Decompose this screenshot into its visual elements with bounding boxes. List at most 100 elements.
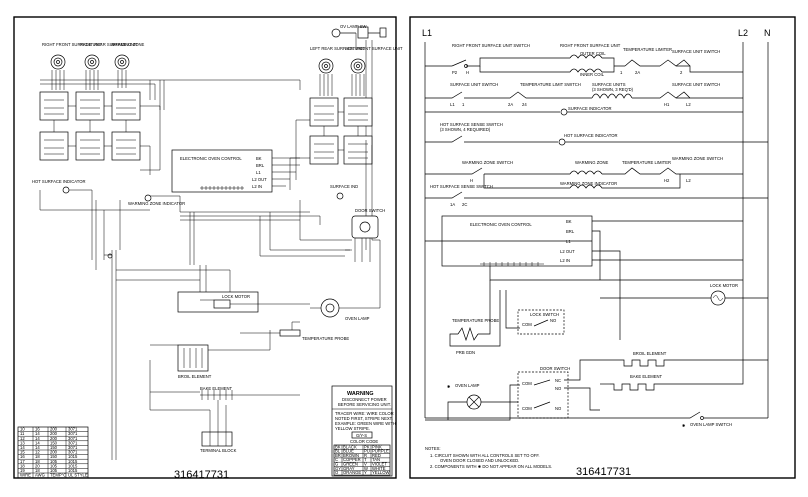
left-eoc-module: ELECTRONIC OVEN CONTROL BK BRL L1 L2 OUT… <box>171 149 300 193</box>
color-code-cell: BROWN <box>343 453 359 458</box>
color-code-title: COLOR CODE <box>350 439 378 444</box>
rf-switch-label: RIGHT FRONT SURFACE UNIT SWITCH <box>452 43 530 48</box>
color-code-cell: BR <box>335 453 341 458</box>
color-code-cell: V <box>364 462 367 467</box>
warning-body3: EXAMPLE: GREEN WIRE WITH <box>335 421 396 426</box>
wire-table-cell: 1015 <box>68 454 78 459</box>
term-su-2a: 2A <box>508 102 513 107</box>
wire-table-cell: 105 <box>50 459 58 464</box>
wire-table-header: WIRE <box>20 473 31 478</box>
term-h2: H2 <box>664 178 670 183</box>
wire-table-cell: 12 <box>20 436 25 441</box>
left-terminal-block-label: TERMINAL BLOCK <box>200 448 237 453</box>
wire-table-cell: 18 <box>35 468 40 473</box>
left-terminal-block: TERMINAL BLOCK <box>149 360 237 453</box>
wire-table-cell: 14 <box>35 445 40 450</box>
right-broil-label: BROIL ELEMENT <box>633 351 667 356</box>
warning-body2: NOTED FIRST, STRIPE NEXT. <box>335 416 393 421</box>
wire-table-cell: 3071 <box>68 431 78 436</box>
warning-body4: YELLOW STRIPE. <box>335 426 370 431</box>
wire-table-cell: 14 <box>35 440 40 445</box>
door-switch-nc: NC <box>555 378 561 383</box>
color-code-cell: WHITE <box>372 466 386 471</box>
right-door-switch: DOOR SWITCH COM NC NO COM NO <box>425 359 600 421</box>
surface-unit-switch-label: SURFACE UNIT SWITCH <box>450 82 498 87</box>
color-code-cell: COPPER <box>343 457 361 462</box>
left-broil-element: BROIL ELEMENT <box>150 330 271 379</box>
wire-table-cell: 16 <box>35 427 40 432</box>
hot-surface-sense-label: HOT SURFACE SENSE SWITCH <box>440 122 503 127</box>
prb-gdn-label: PRB GDN <box>456 350 475 355</box>
wire-table-cell: 15 <box>20 450 25 455</box>
left-eoc-term-l2out: L2 OUT <box>252 177 267 182</box>
oven-lamp-switch-top: OV LAMP SW <box>331 24 387 39</box>
schematic-row-hot-surface: HOT SURFACE SENSE SWITCH (3 SHOWN, 4 REQ… <box>425 122 768 146</box>
wire-table-cell: 14 <box>35 436 40 441</box>
door-switch-com-1: COM <box>522 381 532 386</box>
wire-table-frame <box>17 426 89 478</box>
lock-switch-com: COM <box>522 322 532 327</box>
hot-surface-sense2-label: HOT SURFACE SENSE SWITCH <box>430 184 493 189</box>
lock-switch-no: NO <box>550 318 557 323</box>
lf-burner-label: LEFT FRONT SURFACE UNIT <box>345 46 403 51</box>
right-eoc-module: ELECTRONIC OVEN CONTROL BK BRL L1 L2 OUT… <box>425 215 743 340</box>
color-code-cell: GREEN <box>343 462 358 467</box>
wire-table-cell: 150 <box>50 445 58 450</box>
right-eoc-term-l2out: L2 OUT <box>560 249 575 254</box>
oven-lamp-switch-label: OV LAMP SW <box>340 24 366 29</box>
hot-surface-note-label: (3 SHOWN, 4 REQUIRED) <box>440 127 491 132</box>
temp-limiter-label: TEMPERATURE LIMITER <box>623 47 672 52</box>
left-eoc-term-brl: BRL <box>256 163 265 168</box>
rf-surface-unit-switch-label: SURFACE UNIT SWITCH <box>672 49 720 54</box>
warning-box: WARNING DISCONNECT POWER BEFORE SERVICIN… <box>331 385 396 477</box>
color-code-cell: PK <box>364 444 370 449</box>
wire-table-cell: 1015 <box>68 468 78 473</box>
wire-table-cell: 10 <box>20 427 25 432</box>
surface-units-label: SURFACE UNITS <box>592 82 626 87</box>
note-2: 2. COMPONENTS WITH ✱ DO NOT APPEAR ON AL… <box>430 464 552 469</box>
left-eoc-term-l1: L1 <box>256 170 261 175</box>
eoc-bus-wire <box>489 266 743 281</box>
door-switch-no-2: NO <box>555 406 562 411</box>
color-code-frame <box>333 444 391 476</box>
right-bake-label: BAKE ELEMENT <box>630 374 663 379</box>
left-surface-indicator-lamp <box>336 192 344 200</box>
note-1: 1. CIRCUIT SHOWN WITH ALL CONTROLS SET T… <box>430 453 540 458</box>
wire-table-cell: 105 <box>50 463 58 468</box>
color-code-cell: BL <box>335 449 341 454</box>
right-lock-switch: LOCK SWITCH COM NO <box>505 290 565 335</box>
wire-table-cell: 200 <box>50 450 58 455</box>
left-lock-motor: LOCK MOTOR <box>177 291 310 313</box>
color-code-cell: GY <box>335 466 341 471</box>
left-hot-surface-indicator-lamp <box>62 186 92 194</box>
wz-temp-limiter-label: TEMPERATURE LIMITER <box>622 160 671 165</box>
color-code-cell: G <box>335 462 338 467</box>
color-code-cell: YELLOW <box>372 470 390 475</box>
wire-table-cell: 18 <box>35 454 40 459</box>
term-su-1: 1 <box>462 102 465 107</box>
left-panel-connection-diagram: OV LAMP SW RIGHT FRONT SURFACE UNIT RIGH… <box>13 16 403 481</box>
wire-table-cell: 17 <box>20 459 25 464</box>
left-eoc-term-l2in: L2 IN <box>252 184 262 189</box>
color-code-cell: O <box>335 470 339 475</box>
rail-n-label: N <box>764 28 771 38</box>
surface-indicator-label: SURFACE INDICATOR <box>568 106 612 111</box>
wire-table-cell: 1015 <box>68 463 78 468</box>
term-rf-2a: 2A <box>635 70 640 75</box>
term-rf-1: 1 <box>620 70 623 75</box>
color-code-cell: GRAY <box>343 466 355 471</box>
color-code-cell: VIOLET <box>372 462 387 467</box>
burner-coil-rf <box>50 54 66 70</box>
left-panel-frame <box>13 16 397 479</box>
color-code-cell: PU <box>364 449 370 454</box>
left-bake-label: BAKE ELEMENT <box>200 386 233 391</box>
color-code-cell: RED <box>372 453 381 458</box>
color-code-cell: C <box>335 457 338 462</box>
warming-zone-label: WARMING ZONE <box>575 160 609 165</box>
hot-surface-indicator-label: HOT SURFACE INDICATOR <box>564 133 618 138</box>
left-switch-bank <box>39 91 161 175</box>
wire-table-cell: 150 <box>50 454 58 459</box>
color-code-cell: R <box>364 453 367 458</box>
right-oven-lamp: OVEN LAMP ✱ <box>447 383 518 420</box>
wire-table-cell: 200 <box>50 436 58 441</box>
